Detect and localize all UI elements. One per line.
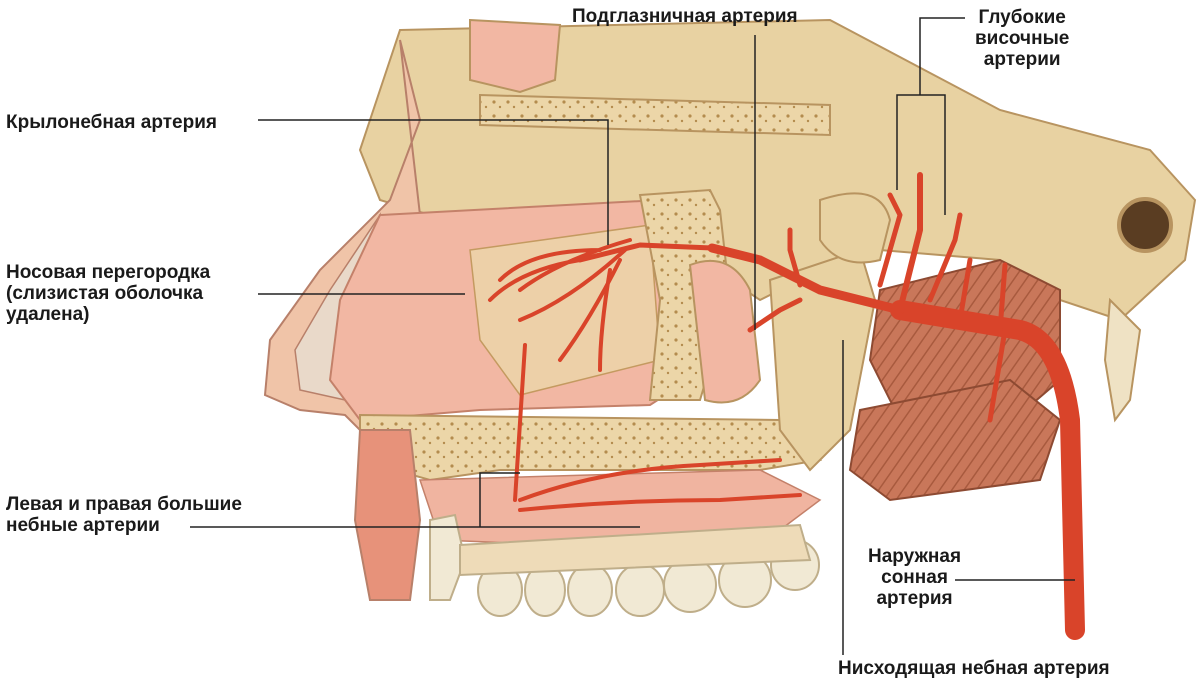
label-line: артерия — [876, 588, 953, 609]
sphenopalatine-artery — [577, 242, 715, 263]
external-carotid-artery — [890, 300, 1085, 640]
frontal-sinus — [469, 18, 562, 94]
arteries — [488, 172, 1085, 640]
label-line: Глубокие — [978, 7, 1066, 28]
leader-greater-palatine — [190, 472, 640, 528]
label-nasal-septum: Носовая перегородка (слизистая оболочка … — [6, 262, 210, 325]
label-sphenopalatine-artery: Крылонебная артерия — [6, 112, 217, 133]
ear-canal — [1117, 197, 1173, 253]
label-line: Носовая перегородка — [6, 262, 211, 283]
label-line: небные артерии — [6, 515, 160, 536]
pterygoid-muscle — [848, 378, 1062, 502]
upper-lip — [353, 429, 422, 601]
deep-temporal-artery-3 — [927, 212, 963, 303]
label-greater-palatine-arteries: Левая и правая большие небные артерии — [6, 494, 242, 536]
muscular-branch-3 — [987, 327, 1008, 423]
label-line: артерии — [983, 49, 1061, 70]
muscular-branch-1 — [957, 257, 973, 323]
leader-sphenopalatine — [258, 119, 609, 245]
label-line: (слизистая оболочка — [6, 283, 204, 304]
upper-teeth — [429, 513, 820, 617]
styloid-process — [1103, 297, 1142, 423]
label-line: Левая и правая большие — [6, 494, 242, 515]
label-line: Наружная — [868, 546, 962, 567]
orbit-roof — [479, 93, 831, 137]
label-line: сонная — [881, 567, 948, 588]
coronoid-process — [819, 192, 892, 264]
greater-palatine-arteries — [518, 458, 802, 512]
label-external-carotid-artery: Наружная сонная артерия — [868, 546, 961, 609]
maxillary-artery — [707, 243, 905, 315]
deep-temporal-artery-2 — [877, 192, 903, 288]
infraorbital-artery — [787, 227, 803, 288]
label-line: височные — [975, 28, 1070, 49]
sphenoid-sinus — [688, 260, 762, 404]
label-descending-palatine-artery: Нисходящая небная артерия — [838, 658, 1110, 679]
deep-temporal-artery-1 — [897, 172, 923, 313]
label-line: удалена) — [6, 304, 90, 325]
descending-palatine-artery — [747, 297, 803, 333]
septal-branches — [488, 238, 632, 502]
leader-deep-temporal — [896, 17, 965, 215]
muscular-branch-2 — [997, 262, 1008, 333]
label-deep-temporal-arteries: Глубокие височные артерии — [975, 7, 1069, 70]
label-infraorbital-artery: Подглазничная артерия — [572, 6, 798, 27]
